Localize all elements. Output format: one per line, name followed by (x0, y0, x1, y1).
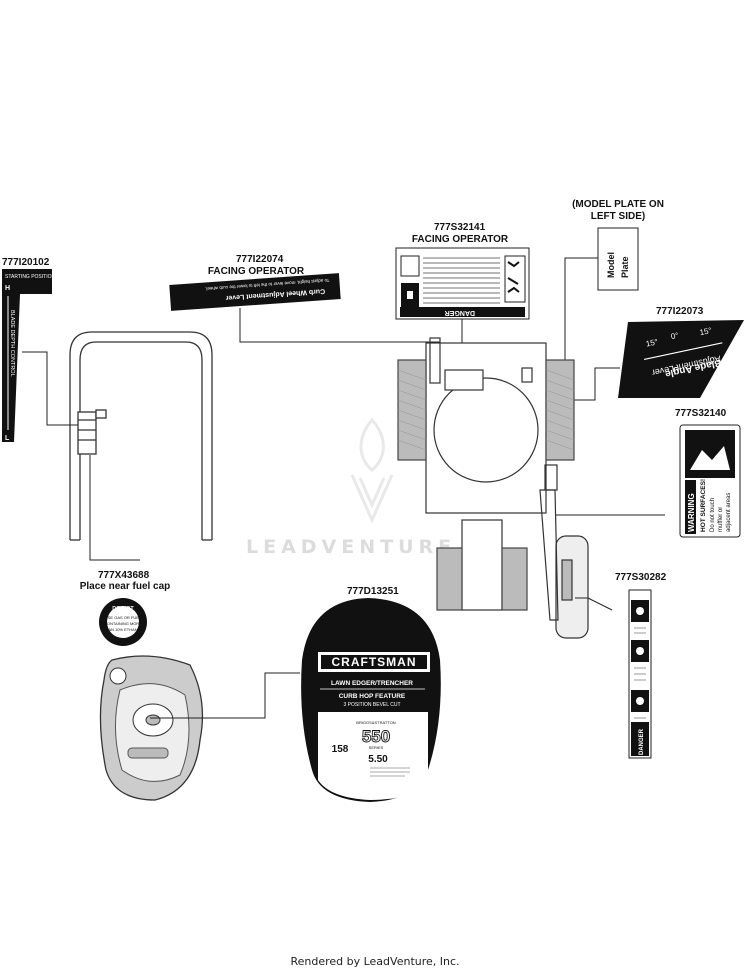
blade-angle-deg-right: 15° (699, 326, 713, 337)
part-number-777D13251: 777D13251 (347, 586, 399, 597)
craftsman-brand: CRAFTSMAN (332, 655, 417, 669)
depth-control-heading: STARTING POSITION (5, 274, 55, 280)
safety-strip-decal: DANGER (628, 589, 652, 759)
depth-control-decal: STARTING POSITION H L BLADE DEPTH CONTRO… (2, 269, 55, 442)
craftsman-series-word: SERIES (369, 745, 384, 750)
part-number-777I22073: 777I22073 (656, 306, 704, 317)
handle-assembly (69, 331, 213, 541)
hot-warning-line2: Do not touch (710, 498, 716, 532)
safety-strip-danger-word: DANGER (639, 728, 645, 755)
leadventure-watermark: LEADVENTURE (246, 536, 457, 558)
craftsman-decal: CRAFTSMAN LAWN EDGER/TRENCHER CURB HOP F… (301, 598, 441, 802)
part-number-777S30282: 777S30282 (615, 572, 667, 583)
fuel-cap-line4: THAN 10% ETHANOL (103, 627, 144, 632)
depth-control-h: H (5, 285, 10, 292)
fuel-cap-line3: CONTAINING MORE (104, 621, 142, 626)
footer-credit: Rendered by LeadVenture, Inc. (290, 955, 460, 968)
craftsman-line1: LAWN EDGER/TRENCHER (331, 680, 413, 687)
watermark-logo (350, 417, 394, 524)
model-plate-caption-line1: (MODEL PLATE ON (572, 199, 664, 210)
craftsman-torque: 5.50 (368, 754, 388, 765)
facing-operator-caption-1: FACING OPERATOR (207, 266, 305, 277)
part-number-777I20102: 777I20102 (2, 257, 50, 268)
hot-warning-line4: adjacent areas (726, 493, 732, 532)
part-number-777S32140: 777S32140 (675, 408, 727, 419)
fuel-cap-decal: DO NOT USE GAS OR FUEL CONTAINING MORE T… (99, 598, 147, 646)
model-plate-line2: Plate (620, 256, 630, 278)
hot-warning-word: WARNING (687, 493, 696, 532)
craftsman-line2: CURB HOP FEATURE (339, 693, 406, 700)
facing-operator-caption-2: FACING OPERATOR (411, 234, 509, 245)
part-number-777I22074: 777I22074 (236, 254, 284, 265)
fuel-cap-caption: Place near fuel cap (79, 581, 171, 592)
blade-angle-decal: 15° 0° 15° Blade Angle Adjustment Lever (618, 320, 744, 398)
craftsman-series-number: 550 (362, 727, 390, 746)
depth-control-vertical-text: BLADE DEPTH CONTROL (9, 310, 15, 377)
blade-angle-deg-mid: 0° (670, 331, 679, 341)
danger-panel-word: DANGER (445, 309, 475, 316)
blade-angle-deg-left: 15° (645, 337, 659, 348)
craftsman-engine-brand: BRIGGS&STRATTON (356, 720, 396, 725)
model-plate-caption-line2: LEFT SIDE) (590, 211, 646, 222)
danger-panel-decal: DANGER (395, 247, 530, 320)
part-number-777X43688: 777X43688 (98, 570, 150, 581)
hot-warning-line3: muffler or (718, 507, 724, 532)
depth-control-l: L (5, 435, 10, 442)
model-plate-line1: Model (606, 252, 616, 278)
engine-cover (99, 655, 204, 801)
part-number-777S32141: 777S32141 (434, 222, 486, 233)
craftsman-cc: 158 (332, 744, 349, 755)
edger-body (397, 337, 589, 639)
hot-warning-line1: HOT SURFACES! (700, 479, 707, 532)
curb-wheel-decal: Curb Wheel Adjustment Lever To adjust he… (169, 273, 341, 311)
fuel-cap-line2: USE GAS OR FUEL (105, 615, 142, 620)
fuel-cap-line1: DO NOT (112, 606, 134, 612)
craftsman-line3: 3 POSITION BEVEL CUT (343, 702, 400, 708)
model-plate-decal: Model Plate (597, 227, 639, 291)
hot-warning-decal: WARNING HOT SURFACES! Do not touch muffl… (679, 424, 741, 538)
